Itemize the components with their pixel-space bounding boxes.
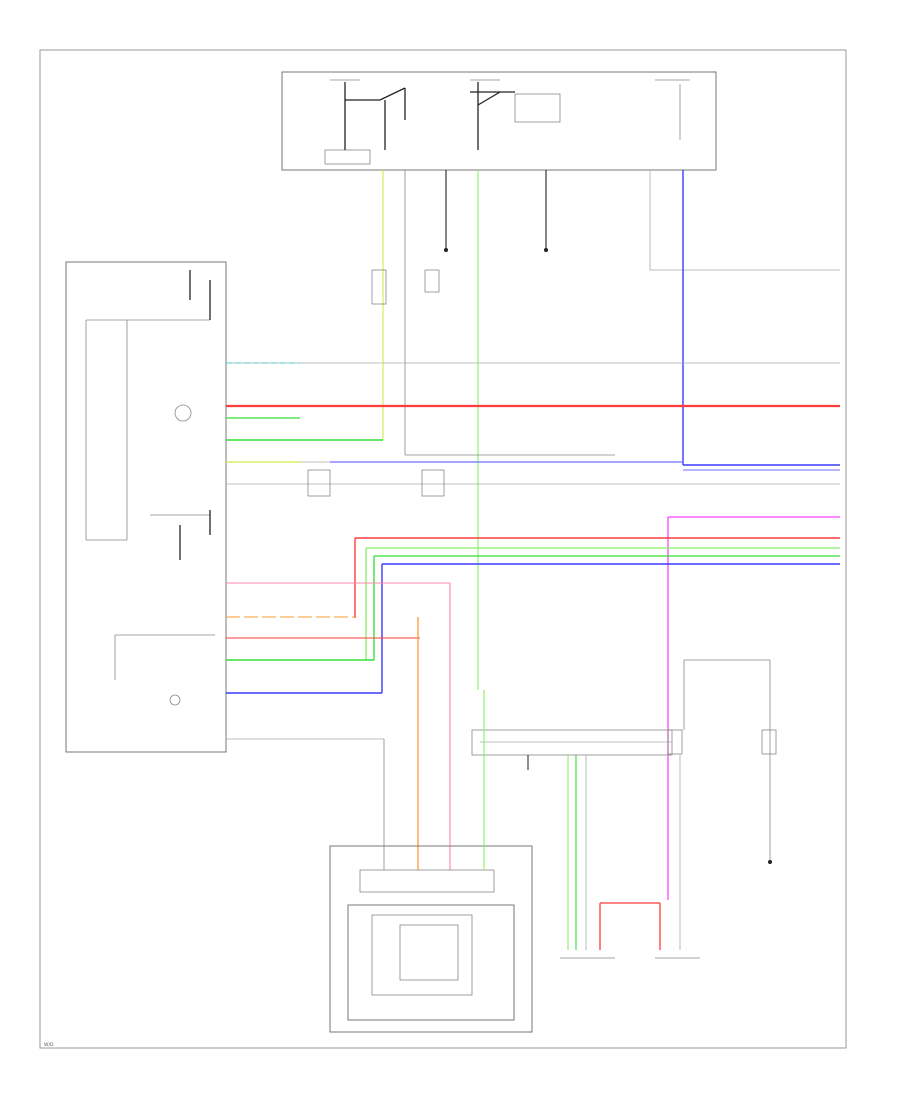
seat-heater-elements (560, 902, 700, 959)
seat-heater-switch (65, 261, 227, 753)
diagram-frame (39, 49, 847, 1049)
top-box-wires (371, 170, 840, 690)
seat-heater-module (329, 690, 533, 1033)
middle-connector (471, 659, 777, 950)
top-relay-box (281, 71, 717, 171)
page-code: W/D (44, 1042, 54, 1048)
harness-wires (226, 362, 840, 900)
